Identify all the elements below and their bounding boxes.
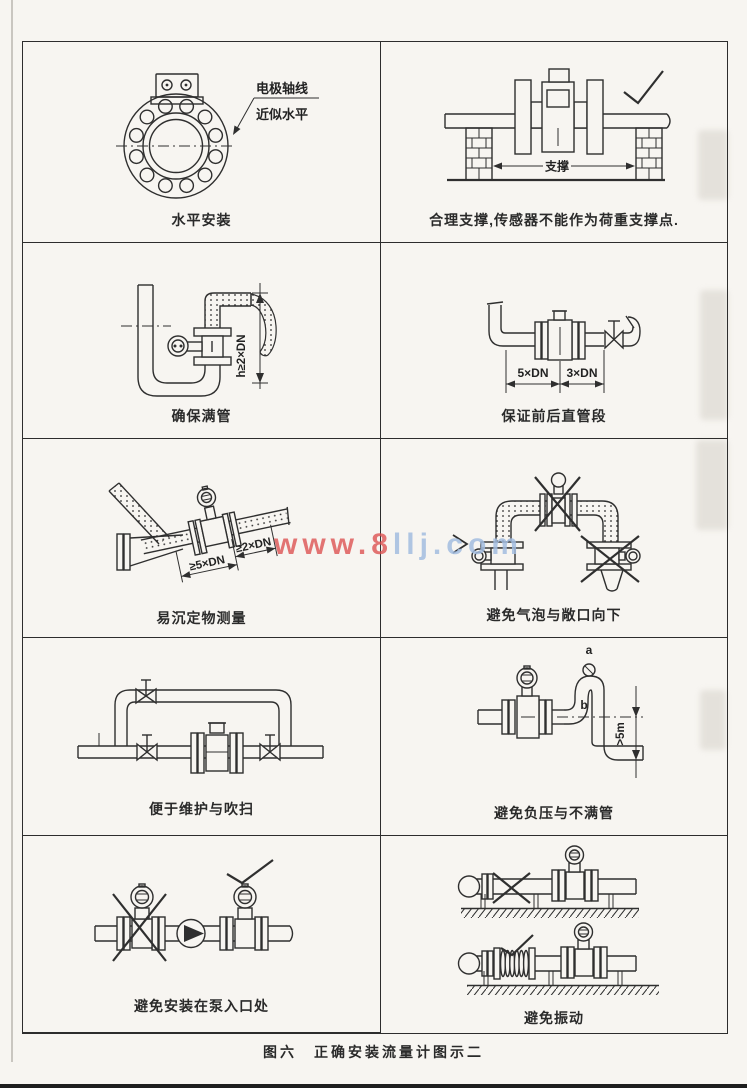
cell-proper-support: 支撑 合理支撑,传感器不能作为荷重支撑点. <box>381 42 727 243</box>
diagram-avoid-vibration <box>457 845 659 995</box>
diagram-grid: 电极轴线 近似水平 水平安装 <box>22 41 728 1034</box>
bleed-through-artifact <box>700 690 726 750</box>
scan-bottom-edge <box>0 1084 747 1088</box>
downstream-dimension-label: 3×DN <box>566 366 597 380</box>
upstream-dimension-label: 5×DN <box>517 366 548 380</box>
flow-meter <box>534 310 586 361</box>
diagram-avoid-bubbles <box>452 472 641 592</box>
cell-avoid-vibration: 避免振动 <box>381 836 727 1033</box>
diagram-avoid-pump-inlet <box>94 859 294 962</box>
support-label: 支撑 <box>544 159 569 174</box>
cell-caption: 避免振动 <box>524 1010 584 1026</box>
outlet-pipe <box>204 292 277 357</box>
left-meter <box>452 534 524 590</box>
flow-meter <box>190 722 244 774</box>
scan-edge-line <box>11 0 13 1062</box>
bleed-through-artifact <box>700 290 728 420</box>
right-meter-crossed <box>580 535 641 592</box>
valve <box>604 320 624 350</box>
bypass-pipe <box>114 689 292 746</box>
inlet-pipe <box>477 709 504 725</box>
cell-caption: 保证前后直管段 <box>501 408 607 424</box>
near-horizontal-label: 近似水平 <box>256 107 308 122</box>
point-b-label: b <box>580 698 587 712</box>
cell-caption: 确保满管 <box>171 408 232 424</box>
bleed-through-artifact <box>698 130 728 200</box>
inlet-valve <box>136 734 158 762</box>
left-meter-crossed <box>112 883 167 962</box>
air-valve: a b <box>580 643 596 712</box>
diagram-avoid-negative-pressure: a b >5m <box>477 643 644 778</box>
u-pipe <box>121 284 221 397</box>
pouring-water <box>250 293 277 357</box>
diagram-sediment-measurement: ≥5×DN ≥2×DN <box>108 482 291 583</box>
figure-caption: 图六 正确安装流量计图示二 <box>263 1044 484 1060</box>
cell-caption: 避免气泡与敞口向下 <box>486 607 622 623</box>
cell-sediment-measurement: ≥5×DN ≥2×DN 易沉定物测量 <box>23 439 381 638</box>
outlet-elbow <box>623 315 641 347</box>
drop-dimension: >5m <box>615 686 640 778</box>
riser-arch-pipe <box>552 675 644 761</box>
diagram-horizontal-install: 电极轴线 近似水平 <box>116 73 319 199</box>
bleed-through-artifact <box>696 440 728 530</box>
flow-meter <box>501 665 553 739</box>
top-meter-crossed <box>534 472 581 532</box>
height-dimension-label: h≥2×DN <box>236 334 248 377</box>
run-dimensions: 5×DN 3×DN <box>505 350 605 393</box>
checkmark-icon <box>226 859 274 885</box>
watermark-red-part: www.8 <box>274 528 393 561</box>
pump <box>176 918 206 949</box>
cell-avoid-negative-pressure: a b >5m 避免负压与不满管 <box>381 638 727 836</box>
cell-caption: 合理支撑,传感器不能作为荷重支撑点. <box>429 212 679 228</box>
electrode-axis-callout: 电极轴线 近似水平 <box>233 81 319 135</box>
x-mark-icon <box>492 872 531 904</box>
bypass-valve <box>135 679 157 705</box>
cell-caption: 便于维护与吹扫 <box>149 801 254 817</box>
cell-straight-runs: 5×DN 3×DN 保证前后直管段 <box>381 243 727 439</box>
electrode-axis-label: 电极轴线 <box>256 81 308 96</box>
rigid-pipe-scene <box>457 845 639 918</box>
diagram-straight-runs: 5×DN 3×DN <box>486 301 641 393</box>
cell-avoid-bubbles: 避免气泡与敞口向下 <box>381 439 727 638</box>
drop-dimension-label: >5m <box>615 722 627 745</box>
diagram-ensure-full-pipe: h≥2×DN <box>121 283 277 397</box>
outlet-valve <box>259 734 281 762</box>
watermark-blue-part: llj.com <box>392 528 523 561</box>
flow-meter <box>167 327 232 366</box>
diagram-proper-support: 支撑 <box>444 68 671 182</box>
checkmark-icon <box>500 934 534 957</box>
brick-support-left <box>465 127 493 181</box>
cell-avoid-pump-inlet: 避免安装在泵入口处 <box>23 836 381 1033</box>
cell-caption: 避免负压与不满管 <box>494 805 614 821</box>
flow-meter <box>514 68 604 155</box>
cell-caption: 避免安装在泵入口处 <box>134 998 269 1014</box>
watermark: www.8llj.com <box>274 528 523 562</box>
cell-easy-maintenance: 便于维护与吹扫 <box>23 638 381 836</box>
right-meter <box>219 883 269 951</box>
diagram-easy-maintenance <box>77 679 324 774</box>
flange-face <box>116 93 236 199</box>
inclined-meter-run: ≥5×DN ≥2×DN <box>140 485 291 583</box>
checkmark-icon <box>623 70 664 105</box>
support-dimension: 支撑 <box>493 159 635 174</box>
flexible-pipe-scene <box>457 922 659 995</box>
inlet-branch <box>108 482 170 545</box>
cell-caption: 易沉定物测量 <box>156 610 247 626</box>
brick-support-right <box>635 127 663 181</box>
pointer-arrow-icon <box>452 534 469 554</box>
cell-ensure-full-pipe: h≥2×DN 确保满管 <box>23 243 381 439</box>
point-a-label: a <box>586 643 593 657</box>
terminal-box <box>150 73 204 105</box>
height-dimension: h≥2×DN <box>236 283 268 389</box>
cell-caption: 水平安装 <box>171 212 232 228</box>
cell-horizontal-install: 电极轴线 近似水平 水平安装 <box>23 42 381 243</box>
